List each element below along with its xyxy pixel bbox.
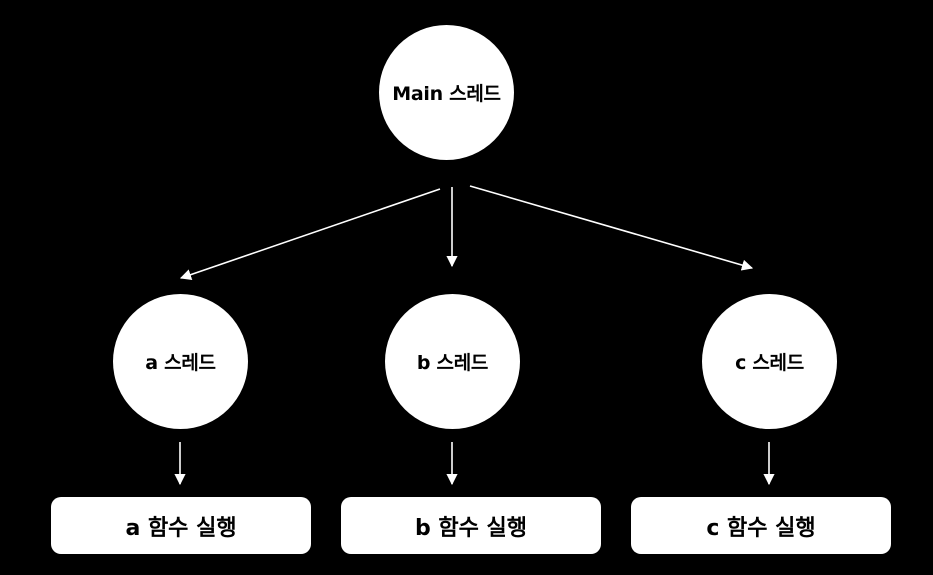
function-a-box: a 함수 실행 bbox=[51, 497, 311, 554]
function-c-label: c 함수 실행 bbox=[706, 515, 816, 541]
main-thread-label: Main 스레드 bbox=[392, 83, 501, 105]
function-a-label: a 함수 실행 bbox=[125, 515, 237, 541]
thread-c-label: c 스레드 bbox=[735, 352, 804, 374]
thread-b-node: b 스레드 bbox=[385, 294, 520, 429]
thread-c-node: c 스레드 bbox=[702, 294, 837, 429]
function-c-box: c 함수 실행 bbox=[631, 497, 891, 554]
thread-a-label: a 스레드 bbox=[145, 352, 216, 374]
main-thread-node: Main 스레드 bbox=[379, 25, 514, 160]
thread-a-node: a 스레드 bbox=[113, 294, 248, 429]
function-b-box: b 함수 실행 bbox=[341, 497, 601, 554]
arrow-main-to-c bbox=[469, 185, 754, 271]
function-b-label: b 함수 실행 bbox=[414, 515, 528, 541]
arrow-main-to-a bbox=[179, 188, 441, 281]
thread-b-label: b 스레드 bbox=[416, 352, 489, 374]
